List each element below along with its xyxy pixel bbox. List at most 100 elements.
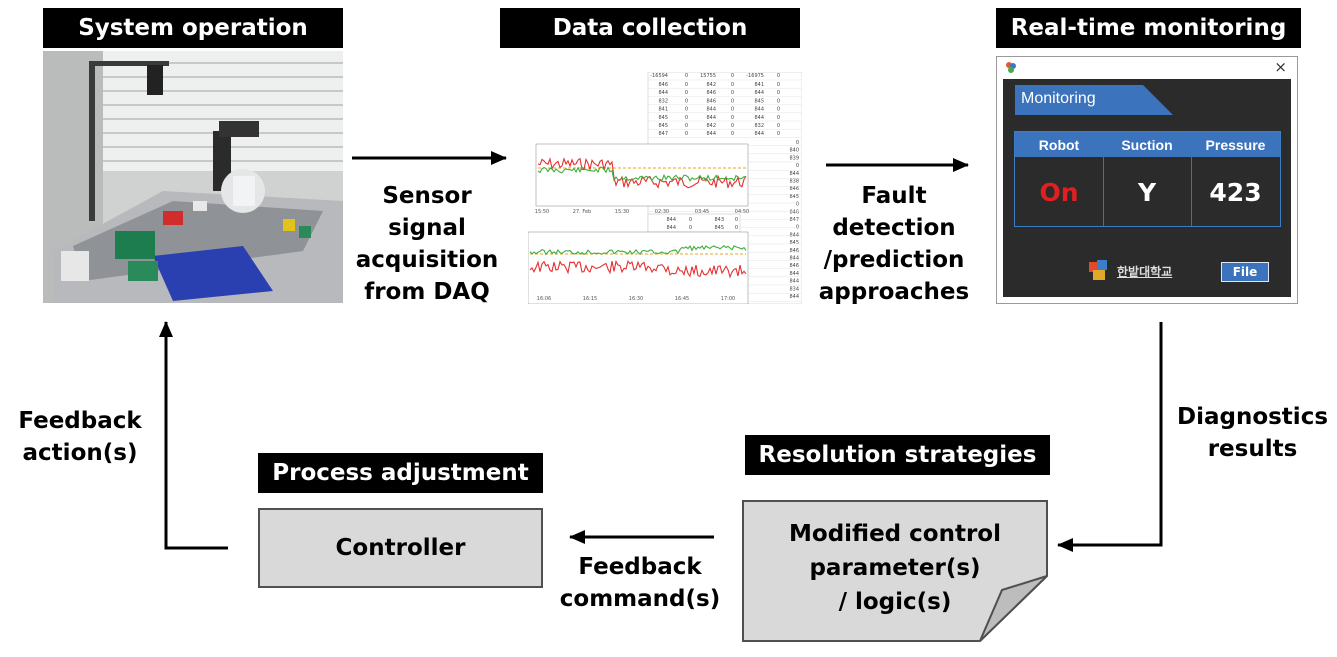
lower-green-series: [529, 244, 747, 256]
data-table-cell: 844: [754, 115, 764, 121]
data-table-cell: 0: [777, 107, 780, 113]
data-table-cell: 845: [658, 115, 668, 121]
chart-tick-label: 04:50: [735, 209, 749, 215]
close-icon[interactable]: ×: [1274, 58, 1287, 76]
data-table-cell: 846: [789, 209, 799, 215]
data-table-cell: 844: [754, 107, 764, 113]
data-table-cell: -16594: [650, 73, 668, 79]
data-table-cell: 0: [777, 73, 780, 79]
data-table-cell: 0: [777, 90, 780, 96]
data-table-cell: 0: [685, 131, 688, 137]
monitoring-table: Robot Suction Pressure On Y 423: [1014, 131, 1281, 227]
lower-chart-frame: [527, 231, 749, 305]
data-table-cell: 847: [658, 131, 668, 137]
data-table-cell: 844: [789, 171, 799, 177]
data-table-cell: 846: [789, 248, 799, 254]
data-table-cell: 0: [735, 217, 738, 223]
data-table-cell: 15755: [700, 73, 716, 79]
chart-tick-label: 03:45: [695, 209, 709, 215]
monitoring-titlebar: ×: [997, 57, 1297, 79]
university-logo-mark: [1089, 260, 1107, 280]
monitoring-window: × Monitoring Robot Suction Pressure On Y…: [996, 56, 1298, 304]
chart-tick-label: 16:06: [537, 296, 551, 302]
resolution-note-shape: [742, 500, 1048, 642]
upper-chart-frame: [535, 143, 749, 207]
data-table-cell: 0: [777, 123, 780, 129]
data-table-cell: 845: [714, 225, 724, 231]
data-table-cell: 845: [658, 123, 668, 129]
data-table-cell: 0: [735, 225, 738, 231]
data-table-cell: 0: [685, 107, 688, 113]
chart-tick-label: 17:00: [721, 296, 735, 302]
data-table-cell: 846: [658, 82, 668, 88]
lower-table-strip: [647, 213, 741, 233]
data-table-cell: 0: [731, 115, 734, 121]
chart-tick-label: 16:45: [675, 296, 689, 302]
data-table-cell: -16975: [746, 73, 764, 79]
arrow-monitor-to-resolution: [1057, 322, 1163, 552]
data-table-cell: 834: [789, 286, 799, 292]
data-table-cell: 0: [777, 82, 780, 88]
data-table-cell: 844: [789, 294, 799, 300]
column-divider: [1191, 157, 1192, 227]
lower-red-series: [529, 259, 747, 279]
system-operation-title: System operation: [43, 8, 343, 48]
data-table-cell: 846: [789, 186, 799, 192]
data-table-cell: 844: [754, 131, 764, 137]
chart-tick-label: 16:30: [629, 296, 643, 302]
data-table-cell: 845: [789, 194, 799, 200]
header-suction: Suction: [1103, 132, 1191, 157]
data-table-cell: 838: [789, 179, 799, 185]
chart-tick-label: 16:15: [583, 296, 597, 302]
data-table-cell: 0: [777, 115, 780, 121]
data-table-cell: 845: [754, 98, 764, 104]
controller-label: Controller: [335, 535, 466, 561]
data-table-cell: 844: [706, 107, 716, 113]
data-table-cell: 841: [754, 82, 764, 88]
data-table-cell: 844: [706, 131, 716, 137]
data-table-cell: 0: [731, 73, 734, 79]
data-table-cell: 832: [754, 123, 764, 129]
data-table-cell: 839: [789, 155, 799, 161]
upper-green-series: [537, 166, 746, 183]
data-table-cell: 840: [789, 148, 799, 154]
tab-shape: [1015, 85, 1173, 115]
data-table-cell: 0: [731, 82, 734, 88]
data-table-cell: 844: [666, 225, 676, 231]
data-table-cell: 0: [731, 90, 734, 96]
data-table-cell: 0: [731, 123, 734, 129]
data-table-cell: 0: [689, 217, 692, 223]
robot-value: On: [1039, 177, 1079, 207]
resolution-strategies-title: Resolution strategies: [745, 435, 1050, 475]
header-robot: Robot: [1015, 132, 1103, 157]
chart-tick-label: 15:50: [535, 209, 549, 215]
university-logo-text: 한밭대학교: [1117, 264, 1173, 279]
suction-value: Y: [1137, 177, 1157, 207]
data-table-cell: 0: [685, 123, 688, 129]
data-table-cell: 844: [789, 256, 799, 262]
data-table-cell: 0: [796, 140, 799, 146]
app-icon: [1006, 62, 1016, 73]
tab-monitoring[interactable]: Monitoring: [1015, 85, 1175, 115]
system-operation-photo: [43, 51, 343, 303]
data-table-cell: 0: [796, 202, 799, 208]
data-table-cell: 844: [789, 279, 799, 285]
data-table-cell: 843: [714, 217, 724, 223]
data-table-cell: 846: [706, 90, 716, 96]
data-table-cell: 0: [731, 131, 734, 137]
realtime-monitoring-title: Real-time monitoring: [996, 8, 1301, 48]
tab-monitoring-label: Monitoring: [1021, 90, 1096, 107]
data-collection-title: Data collection: [500, 8, 800, 48]
file-button[interactable]: File: [1221, 262, 1269, 282]
column-divider: [1103, 157, 1104, 227]
data-table-cell: 842: [706, 82, 716, 88]
data-table-cell: 844: [754, 90, 764, 96]
data-table-cell: 0: [796, 163, 799, 169]
